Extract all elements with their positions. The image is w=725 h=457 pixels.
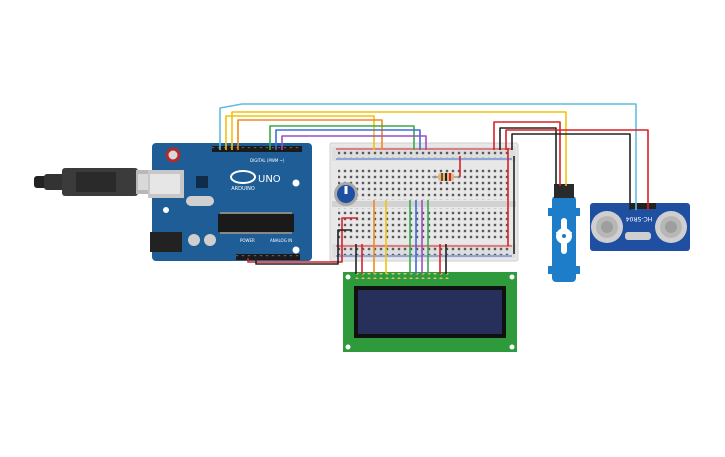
wires xyxy=(219,103,649,274)
power-header-label: POWER xyxy=(240,238,255,243)
analog-header-label: ANALOG IN xyxy=(270,238,292,243)
breadboard xyxy=(329,142,519,262)
usb-cable xyxy=(34,168,168,196)
wire-yellow-2 xyxy=(231,111,567,186)
sensor-model-text: HC-SR04 xyxy=(626,215,653,222)
wire-red-power xyxy=(247,217,358,263)
wire-blue xyxy=(275,129,421,150)
arduino-model-text: UNO xyxy=(258,174,281,185)
arduino-uno-board: ARDUINO UNO DIGITAL (PWM ~) POWER ANALOG… xyxy=(148,143,312,261)
wire-green xyxy=(269,125,415,150)
wire-red-sensor xyxy=(505,129,649,210)
potentiometer xyxy=(334,182,358,206)
wire-black-servo xyxy=(499,127,557,186)
wire-red-servo xyxy=(493,121,561,186)
wire-yellow-1 xyxy=(225,115,375,150)
wire-purple xyxy=(281,135,427,150)
wire-cyan xyxy=(219,103,637,210)
arduino-logo-text: ARDUINO xyxy=(231,186,255,192)
reset-button xyxy=(165,147,181,163)
wire-black-sensor xyxy=(511,133,631,210)
digital-header-label: DIGITAL (PWM ~) xyxy=(250,158,285,163)
wire-orange xyxy=(237,119,383,150)
ultrasonic-sensor: HC-SR04 xyxy=(590,203,690,251)
wire-black-gnd xyxy=(255,229,352,265)
servo-motor xyxy=(548,184,580,282)
resistor xyxy=(432,173,460,181)
lcd-16x2-display xyxy=(343,272,517,352)
